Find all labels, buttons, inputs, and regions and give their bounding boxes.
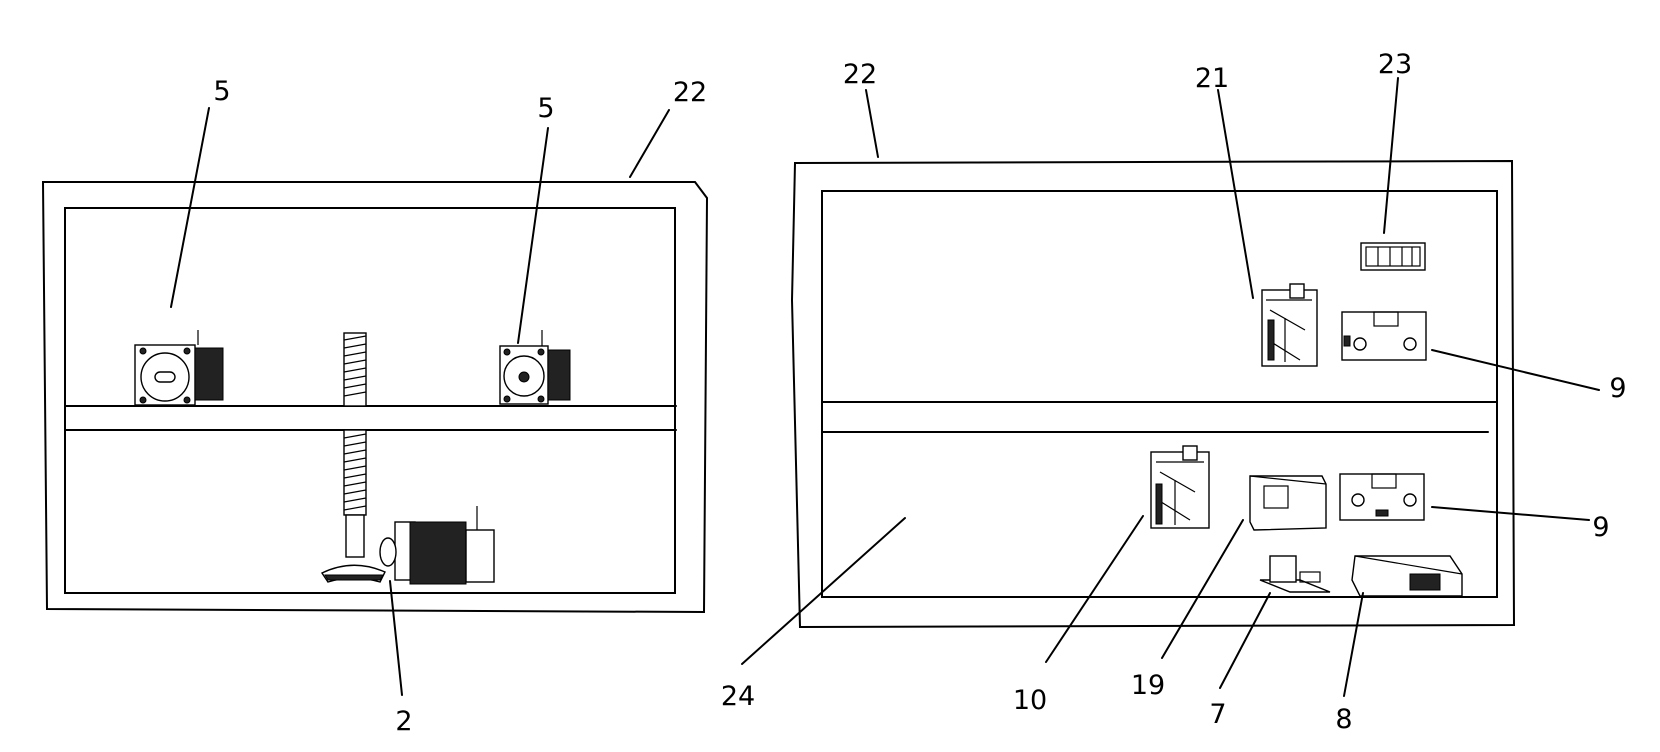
left-leader-lines xyxy=(170,107,670,696)
module-8 xyxy=(1351,555,1463,597)
callout-19: 19 xyxy=(1131,670,1165,701)
callout-5a: 5 xyxy=(213,76,230,107)
component-21 xyxy=(1261,283,1318,367)
callout-8: 8 xyxy=(1335,704,1352,735)
board-9-upper xyxy=(1341,311,1427,361)
right-cabinet xyxy=(790,159,1516,629)
callout-10: 10 xyxy=(1013,685,1047,716)
module-19 xyxy=(1249,475,1327,531)
left-cabinet xyxy=(41,181,709,614)
callout-21: 21 xyxy=(1195,63,1229,94)
component-23 xyxy=(1360,242,1426,271)
callout-5b: 5 xyxy=(537,93,554,124)
module-7 xyxy=(1259,555,1331,593)
callout-22-right: 22 xyxy=(843,59,877,90)
board-10 xyxy=(1150,445,1210,529)
callout-2: 2 xyxy=(395,706,412,737)
right-leader-lines xyxy=(741,77,1600,697)
stepper-motor-b xyxy=(499,330,571,405)
callout-24: 24 xyxy=(721,681,755,712)
callout-7: 7 xyxy=(1209,699,1226,730)
callout-23: 23 xyxy=(1378,49,1412,80)
callout-9-lower: 9 xyxy=(1592,512,1609,543)
lead-screw xyxy=(320,332,386,583)
callout-9-upper: 9 xyxy=(1609,373,1626,404)
callout-22-left: 22 xyxy=(673,77,707,108)
board-9-lower xyxy=(1339,473,1425,521)
stepper-motor-a xyxy=(134,330,224,406)
lower-motor xyxy=(379,506,495,585)
